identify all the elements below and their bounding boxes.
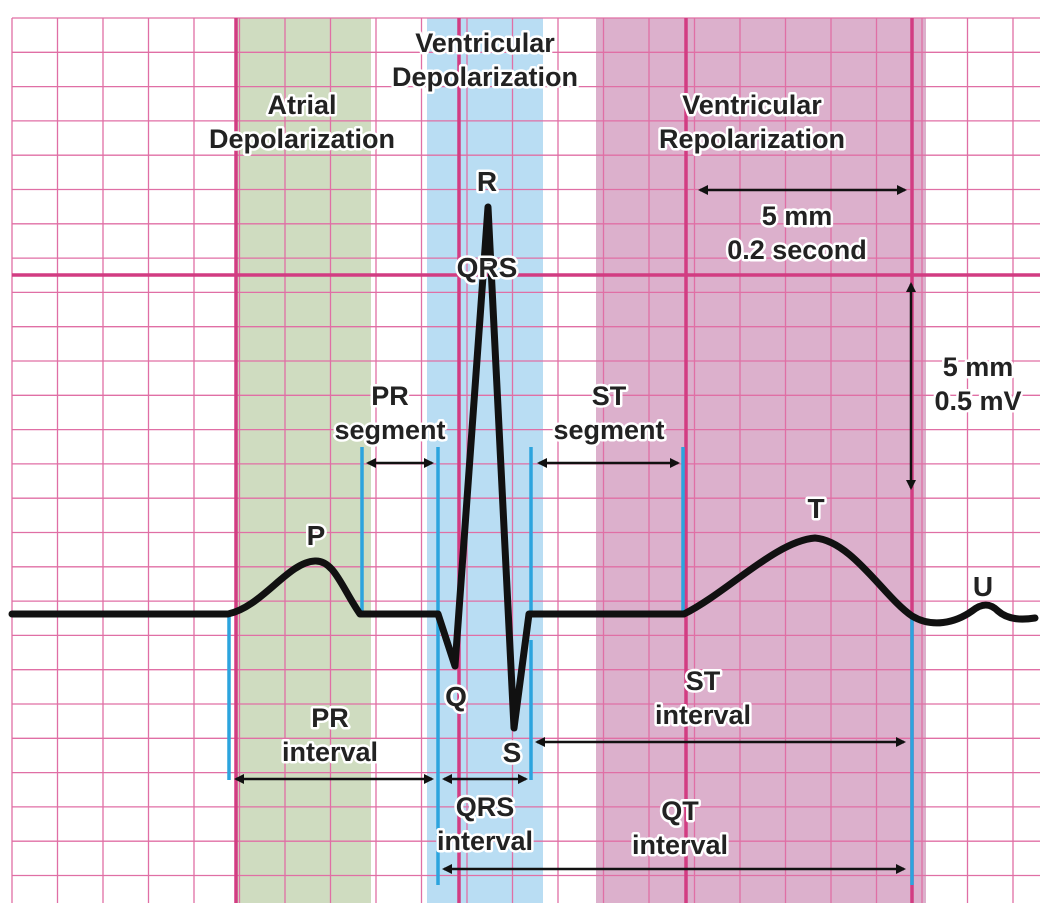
time-scale-label-line2: 0.2 second bbox=[727, 235, 867, 265]
st-segment-label-line1: ST bbox=[592, 381, 627, 411]
pr-interval-label-line1: PR bbox=[311, 703, 349, 733]
u-wave-label: U bbox=[973, 571, 993, 602]
measurement-arrows bbox=[234, 185, 916, 874]
qt-interval-label-line2: interval bbox=[632, 830, 728, 860]
st-interval-label-line1: ST bbox=[686, 666, 721, 696]
ventricular-repolarization-label-line2: Repolarization bbox=[659, 124, 845, 154]
ecg-trace bbox=[8, 203, 1039, 732]
pr-segment-label-line1: PR bbox=[371, 381, 409, 411]
voltage-scale-label-line1: 5 mm bbox=[943, 352, 1014, 382]
p-wave-label: P bbox=[307, 520, 326, 551]
r-wave-label: R bbox=[477, 166, 497, 197]
ventricular-repolarization-label-line1: Ventricular bbox=[682, 90, 822, 120]
st-segment-label-line2: segment bbox=[553, 415, 664, 445]
time-scale-label-line1: 5 mm bbox=[762, 201, 833, 231]
ventricular-depolarization-label-line2: Depolarization bbox=[392, 62, 578, 92]
qrs-interval-label-line2: interval bbox=[437, 826, 533, 856]
q-wave-label: Q bbox=[445, 681, 467, 712]
ventricular-depolarization-band bbox=[427, 18, 543, 903]
st-interval-label-line2: interval bbox=[655, 700, 751, 730]
interval-boundary-markers bbox=[227, 447, 914, 885]
ventricular-depolarization-label-line1: Ventricular bbox=[415, 28, 555, 58]
s-wave-label: S bbox=[503, 737, 522, 768]
pr-segment-label-line2: segment bbox=[334, 415, 445, 445]
qt-interval-label-line1: QT bbox=[661, 796, 699, 826]
qrs-complex-label: QRS bbox=[457, 252, 518, 283]
atrial-depolarization-label-line1: Atrial bbox=[267, 90, 336, 120]
atrial-depolarization-label-line2: Depolarization bbox=[209, 124, 395, 154]
t-wave-label: T bbox=[807, 493, 824, 524]
pr-interval-label-line2: interval bbox=[282, 737, 378, 767]
atrial-depolarization-band bbox=[236, 18, 371, 903]
voltage-scale-label-line2: 0.5 mV bbox=[934, 386, 1021, 416]
ecg-grid bbox=[11, 17, 1040, 903]
qrs-interval-label-line1: QRS bbox=[456, 792, 515, 822]
